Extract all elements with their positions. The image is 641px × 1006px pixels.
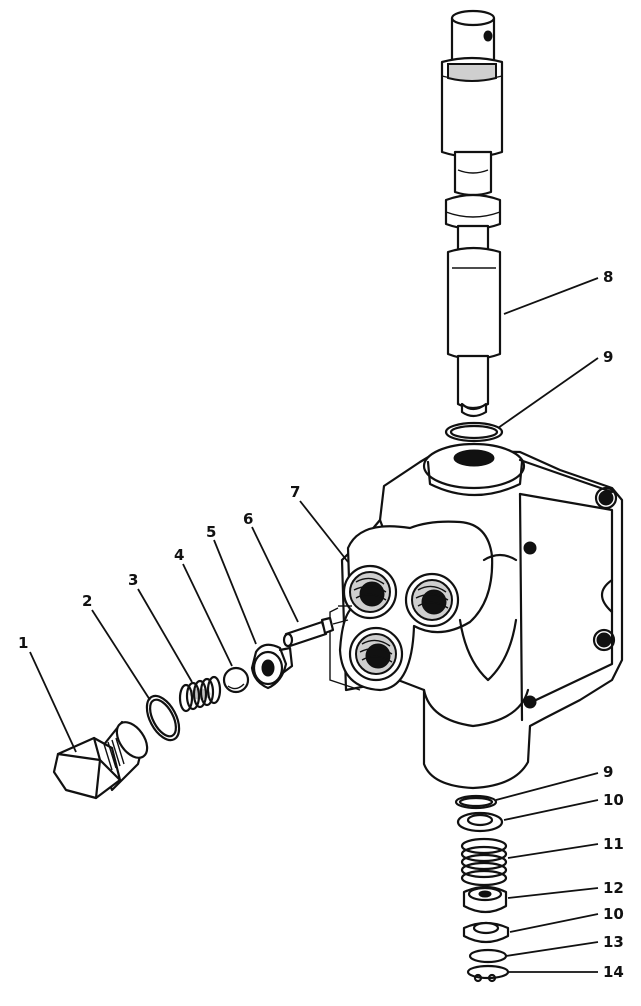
part-9-bottom-o-ring [454, 794, 498, 810]
part-4-ball [222, 666, 250, 694]
callout-7: 7 [290, 483, 300, 501]
part-5-poppet [250, 643, 294, 690]
part-14-retaining-ring [466, 964, 510, 983]
part-10-upper-washer [456, 811, 504, 833]
leader-lines [29, 277, 599, 973]
part-10-lower-washer [462, 921, 510, 944]
part-3-spring [178, 675, 222, 713]
part-13-snap-ring [468, 948, 508, 964]
part-6-pin [282, 616, 349, 648]
part-1-plug [52, 720, 149, 800]
callout-9-top: 9 [603, 348, 613, 366]
callout-9-bottom: 9 [603, 763, 613, 781]
callout-6: 6 [243, 510, 253, 528]
part-12-spring-seat [462, 885, 508, 914]
callout-11: 11 [603, 835, 624, 853]
part-8-spool [440, 9, 504, 418]
callouts: 1 2 3 4 5 6 7 8 9 9 10 11 12 10 13 14 [18, 268, 624, 981]
callout-13: 13 [603, 933, 624, 951]
part-7-valve-body [329, 442, 624, 790]
callout-1: 1 [18, 634, 28, 652]
callout-8: 8 [603, 268, 613, 286]
part-11-spring [460, 837, 508, 887]
callout-12: 12 [603, 879, 624, 897]
part-9-top-o-ring [444, 421, 504, 443]
callout-3: 3 [128, 571, 138, 589]
callout-10-lower: 10 [603, 905, 624, 923]
callout-14: 14 [603, 963, 624, 981]
callout-2: 2 [82, 592, 92, 610]
part-2-o-ring [145, 694, 181, 742]
callout-10-upper: 10 [603, 791, 624, 809]
callout-4: 4 [174, 546, 184, 564]
callout-5: 5 [206, 523, 216, 541]
